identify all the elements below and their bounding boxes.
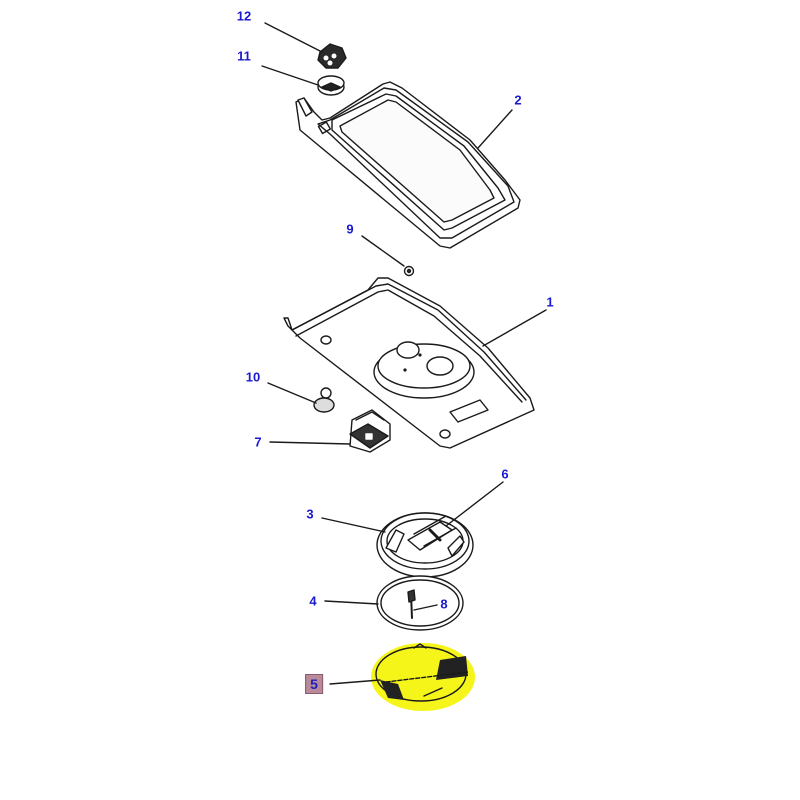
part-7-switch[interactable] [349, 409, 391, 453]
callout-1[interactable]: 1 [546, 294, 554, 310]
part-1-base-plate[interactable] [283, 277, 535, 449]
callout-7[interactable]: 7 [254, 434, 262, 450]
leader-line-8 [413, 604, 438, 611]
part-12-clip[interactable] [317, 43, 347, 69]
leader-line-1 [482, 309, 547, 347]
callout-2[interactable]: 2 [514, 92, 522, 108]
leader-line-9 [361, 235, 405, 267]
leader-line-6 [445, 481, 504, 527]
leader-line-7 [269, 441, 351, 445]
callout-12[interactable]: 12 [236, 8, 252, 24]
callout-9[interactable]: 9 [346, 221, 354, 237]
leader-line-12 [264, 22, 323, 53]
part-5-lens-highlighted[interactable] [371, 643, 475, 711]
part-4-gasket-ring[interactable] [376, 575, 464, 631]
callout-10[interactable]: 10 [245, 369, 261, 385]
leader-line-10 [267, 382, 317, 404]
part-8-pin[interactable] [407, 589, 416, 619]
leader-line-4 [324, 600, 379, 605]
part-10-stud[interactable] [313, 387, 335, 413]
part-6-bulb[interactable] [407, 515, 457, 551]
callout-3[interactable]: 3 [306, 506, 314, 522]
part-11-grommet[interactable] [317, 75, 345, 96]
leader-line-3 [321, 517, 386, 533]
leader-line-5 [329, 679, 381, 685]
part-2-bezel-frame[interactable] [295, 81, 521, 249]
callout-8[interactable]: 8 [440, 596, 448, 612]
part-9-screw[interactable] [403, 265, 415, 277]
callout-11[interactable]: 11 [237, 48, 251, 64]
leader-line-11 [261, 65, 319, 86]
callout-6[interactable]: 6 [501, 466, 509, 482]
callout-5-selected[interactable]: 5 [305, 674, 323, 694]
callout-4[interactable]: 4 [309, 593, 317, 609]
leader-line-2 [477, 109, 513, 149]
